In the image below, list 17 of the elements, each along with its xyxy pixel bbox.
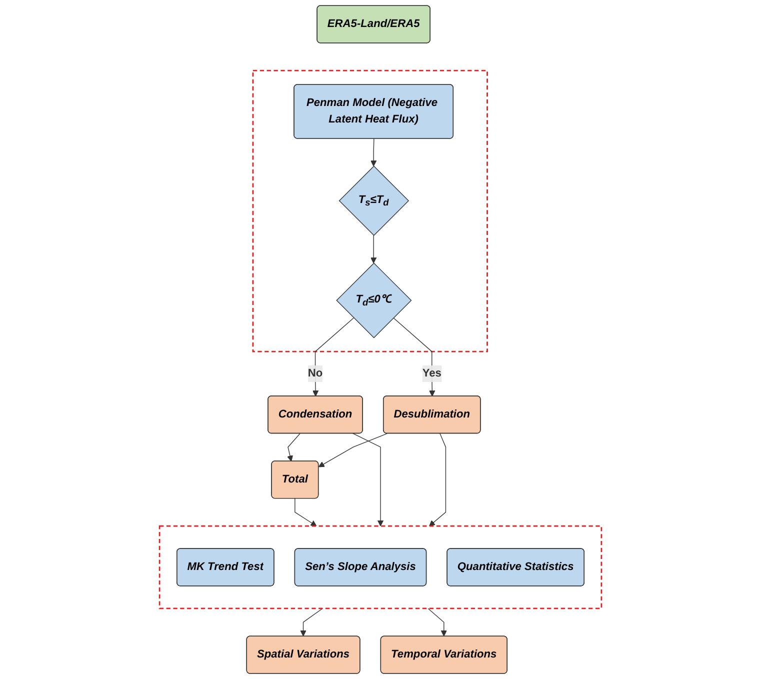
arrow: [287, 433, 300, 462]
edge-label: Yes: [422, 367, 442, 380]
arrow: [393, 318, 436, 396]
arrow: [318, 433, 388, 468]
arrow: [300, 608, 324, 636]
arrow: [428, 608, 447, 636]
arrow: [429, 432, 446, 526]
edge-label: No: [308, 367, 323, 380]
arrow: [294, 498, 317, 526]
node-diamond: T$_{d}$≤0℃: [336, 262, 412, 338]
cluster: [252, 70, 488, 352]
arrow: [370, 235, 377, 264]
arrow: [370, 138, 377, 166]
node-diamond: T$_{s}$≤T$_{d}$: [338, 166, 410, 236]
arrow: [352, 432, 384, 526]
cluster: [158, 525, 602, 610]
arrow: [312, 318, 354, 396]
